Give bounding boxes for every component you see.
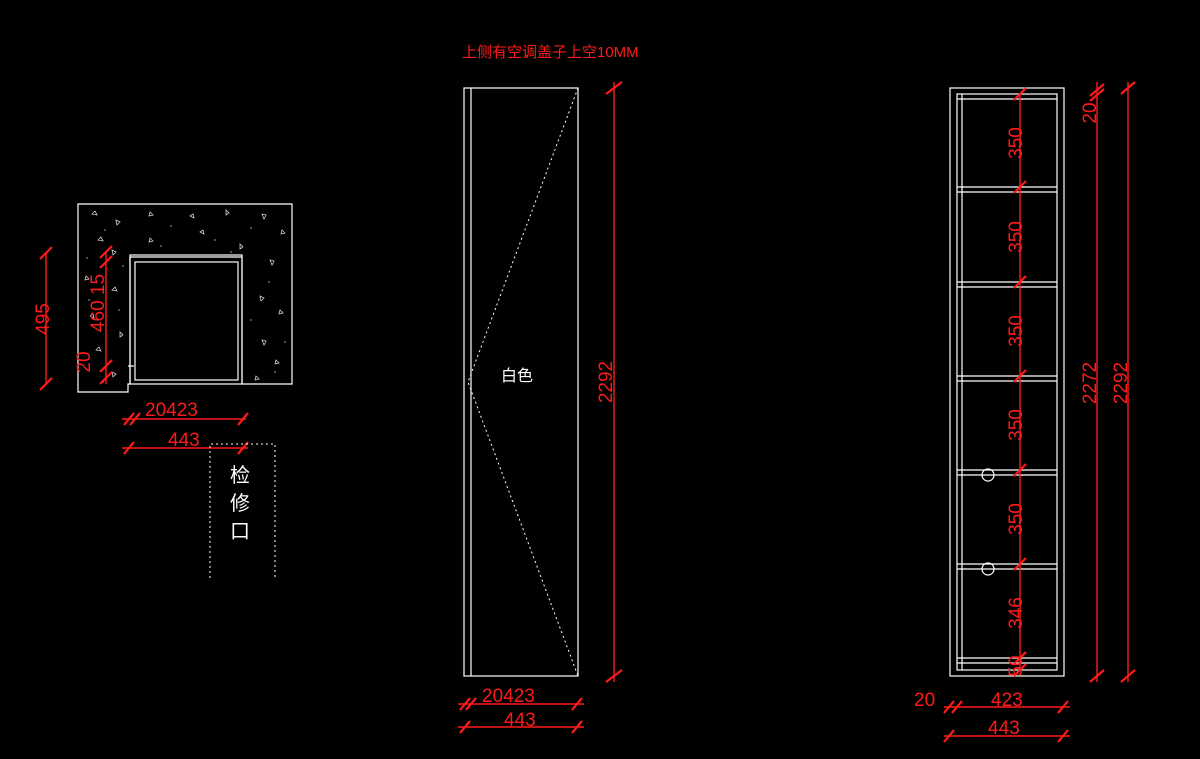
dim-shelf-5: 350 (1006, 503, 1027, 535)
cable-hole (981, 468, 995, 482)
dim-shelf-4: 350 (1006, 409, 1027, 441)
dim-2292: 2292 (1111, 362, 1132, 404)
dim-443: 443 (168, 430, 200, 451)
dim-bottom-50: 50 (1006, 655, 1027, 676)
cabinet-carcass (949, 87, 1065, 677)
dim-left-20: 20 (914, 690, 935, 711)
cabinet-inner (956, 93, 1058, 671)
plan-inner-cabinet (134, 261, 239, 381)
panel-color-label: 白色 (501, 366, 533, 385)
stone-texture (84, 209, 286, 383)
shelves (957, 186, 1057, 664)
dim-shelf-2: 350 (1006, 221, 1027, 253)
dim-shelf-1: 350 (1006, 127, 1027, 159)
dim-top-20: 20 (1080, 102, 1101, 123)
dim-front-2292: 2292 (596, 361, 617, 403)
top-note: 上侧有空调盖子上空10MM (462, 44, 639, 61)
dim-section-443: 443 (988, 718, 1020, 739)
access-label-2: 修 (230, 491, 250, 515)
access-opening-outline (209, 443, 276, 578)
section-view: 350 350 350 350 350 346 50 20 2272 2292 … (914, 81, 1136, 743)
plan-opening (129, 254, 243, 385)
dim-495: 495 (33, 303, 54, 335)
dim-front-443: 443 (504, 710, 536, 731)
door-panel (463, 87, 579, 677)
access-label-3: 口 (230, 519, 250, 543)
dim-2272: 2272 (1080, 362, 1101, 404)
plan-view: 495 460 15 20 20423 443 检 修 口 (33, 203, 293, 578)
access-label-1: 检 (230, 463, 250, 487)
dim-20423: 20423 (145, 400, 198, 421)
dim-20: 20 (74, 351, 95, 372)
dim-423: 423 (991, 690, 1023, 711)
dim-shelf-3: 350 (1006, 315, 1027, 347)
dim-front-20423: 20423 (482, 686, 535, 707)
dim-shelf-6: 346 (1006, 597, 1027, 629)
plan-outer-frame (77, 203, 293, 393)
dim-460-15: 460 15 (88, 274, 109, 332)
cable-hole (981, 562, 995, 576)
front-view: 白色 2292 20423 443 (458, 81, 623, 734)
